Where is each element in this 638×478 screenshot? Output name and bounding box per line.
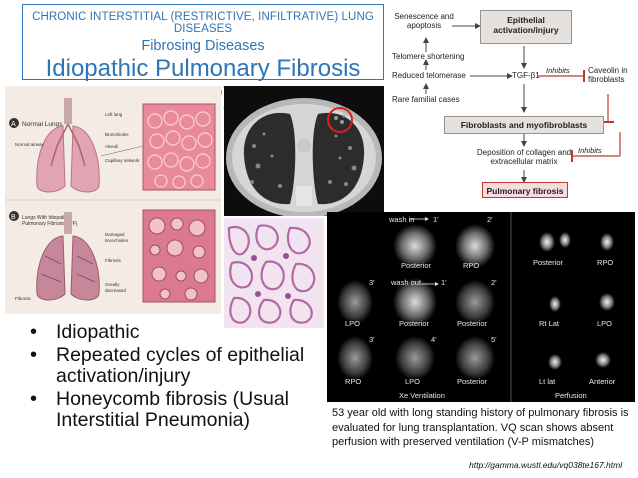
svg-text:bronchioles: bronchioles <box>105 238 129 243</box>
svg-text:Greatly: Greatly <box>105 282 120 287</box>
label-b: B <box>11 214 16 221</box>
vq-scan-image: wash in 1' 2' Posterior RPO 3' wash out … <box>327 212 635 402</box>
reduced-telomerase-text: Reduced telomerase <box>392 71 466 80</box>
time-3-label: 3' <box>369 278 375 287</box>
lpo-label-1: LPO <box>345 319 361 328</box>
normal-lungs-title: Normal Lungs <box>22 121 63 128</box>
xe-ventilation-label: Xe Ventilation <box>399 391 445 400</box>
rpo-label-1: RPO <box>463 261 480 270</box>
time-1-label: 1' <box>433 215 439 224</box>
time-2-label: 2' <box>487 215 493 224</box>
title-box: CHRONIC INTERSTITIAL (RESTRICTIVE, INFIL… <box>22 4 384 110</box>
title-category: CHRONIC INTERSTITIAL (RESTRICTIVE, INFIL… <box>32 11 374 35</box>
svg-text:Left lung: Left lung <box>105 112 123 117</box>
time-1b-label: 1' <box>441 278 447 287</box>
xe-images <box>337 224 495 380</box>
svg-text:Damaged: Damaged <box>105 232 125 237</box>
source-link[interactable]: http://gamma.wustl.edu/vq038te167.html <box>469 460 623 470</box>
bullet-list: Idiopathic Repeated cycles of epithelial… <box>28 322 328 433</box>
diagram-arrows <box>423 23 621 183</box>
vq-scan-graphic <box>327 212 635 402</box>
perf-lt-lat-label: Lt lat <box>539 377 556 386</box>
rpo-label-2: RPO <box>345 377 362 386</box>
deposition-text: Deposition of collagen and extracellular… <box>476 148 572 166</box>
perf-posterior-label: Posterior <box>533 258 564 267</box>
inhibits-label-1: Inhibits <box>546 66 570 75</box>
lpo-label-2: LPO <box>405 377 421 386</box>
histology-image <box>224 218 324 328</box>
perf-lpo-label: LPO <box>597 319 613 328</box>
posterior-label-2: Posterior <box>399 319 430 328</box>
svg-text:Capillary network: Capillary network <box>105 158 140 163</box>
pulmonary-fibrosis-box: Pulmonary fibrosis <box>482 182 568 198</box>
label-a: A <box>11 121 16 128</box>
svg-text:Fibrosis: Fibrosis <box>15 296 32 301</box>
histology-graphic <box>224 218 324 328</box>
svg-text:Normal airway: Normal airway <box>15 142 45 147</box>
posterior-label-4: Posterior <box>457 377 488 386</box>
ct-scan-graphic <box>224 86 384 216</box>
bullet-repeated-cycles: Repeated cycles of epithelial activation… <box>28 345 328 387</box>
perfusion-images <box>539 232 615 370</box>
svg-text:Lungs With Idiopathic: Lungs With Idiopathic <box>22 215 70 221</box>
lung-illustration: A Normal Lungs Left lung Bronchioles Alv… <box>5 86 221 314</box>
rare-familial-text: Rare familial cases <box>392 95 460 104</box>
svg-text:Fibrosis: Fibrosis <box>105 258 122 263</box>
svg-text:Bronchioles: Bronchioles <box>105 132 129 137</box>
svg-text:Pulmonary Fibrosis (IPF): Pulmonary Fibrosis (IPF) <box>22 221 78 227</box>
telomere-shortening-text: Telomere shortening <box>392 52 465 61</box>
svg-text:decreased: decreased <box>105 288 127 293</box>
posterior-label-3: Posterior <box>457 319 488 328</box>
inhibits-label-2: Inhibits <box>578 146 602 155</box>
senescence-text: Senescence and apoptosis <box>394 12 454 30</box>
epithelial-box: Epithelial activation/injury <box>480 10 572 44</box>
time-4-label: 4' <box>431 335 437 344</box>
time-2b-label: 2' <box>491 278 497 287</box>
svg-text:Alveoli: Alveoli <box>105 144 118 149</box>
ct-scan-image <box>224 86 384 216</box>
time-5-label: 5' <box>491 335 497 344</box>
perf-rt-lat-label: Rt Lat <box>539 319 560 328</box>
bullet-honeycomb: Honeycomb fibrosis (Usual Interstitial P… <box>28 389 328 431</box>
title-subcategory: Fibrosing Diseases <box>141 38 265 54</box>
fibroblasts-box: Fibroblasts and myofibroblasts <box>444 116 604 134</box>
caveolin-text: Caveolin in fibroblasts <box>588 66 628 84</box>
pathogenesis-diagram: Senescence and apoptosis Epithelial acti… <box>388 4 634 200</box>
perfusion-label: Perfusion <box>555 391 587 400</box>
time-3b-label: 3' <box>369 335 375 344</box>
perf-anterior-label: Anterior <box>589 377 616 386</box>
tgf-text: TGF-β1 <box>512 71 540 80</box>
wash-out-label: wash out <box>391 278 422 287</box>
posterior-label-1: Posterior <box>401 261 432 270</box>
lung-illustration-graphic: A Normal Lungs Left lung Bronchioles Alv… <box>5 86 221 314</box>
bullet-idiopathic: Idiopathic <box>28 322 328 344</box>
wash-in-label: wash in <box>389 215 415 224</box>
scan-caption: 53 year old with long standing history o… <box>332 407 629 448</box>
perf-rpo-label: RPO <box>597 258 614 267</box>
